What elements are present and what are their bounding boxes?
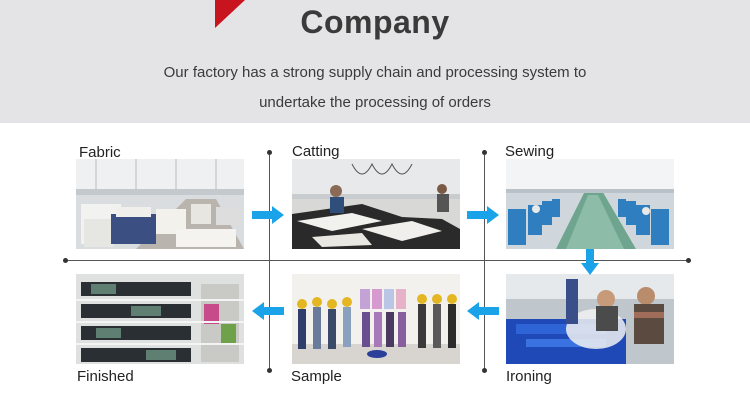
subtitle-line-1: Our factory has a strong supply chain an… <box>163 64 587 81</box>
step-label-fabric: Fabric <box>79 144 121 161</box>
step-label-ironing: Ironing <box>506 368 552 385</box>
step-label-sample: Sample <box>291 368 342 385</box>
arrow-left-icon <box>467 302 499 320</box>
header-banner: Company Our factory has a strong supply … <box>0 0 750 123</box>
divider-dot <box>267 150 272 155</box>
arrow-left-icon <box>252 302 284 320</box>
divider-vertical-left <box>269 152 270 370</box>
arrow-right-icon <box>467 206 499 224</box>
divider-dot <box>267 368 272 373</box>
finished-photo <box>76 274 244 364</box>
ironing-photo <box>506 274 674 364</box>
divider-dot <box>686 258 691 263</box>
step-label-finished: Finished <box>77 368 134 385</box>
divider-horizontal <box>65 260 690 261</box>
arrow-right-icon <box>252 206 284 224</box>
sample-photo <box>292 274 460 364</box>
divider-dot <box>482 368 487 373</box>
arrow-down-icon <box>581 249 599 275</box>
divider-dot <box>482 150 487 155</box>
divider-dot <box>63 258 68 263</box>
step-label-sewing: Sewing <box>505 143 555 160</box>
catting-photo <box>292 159 460 249</box>
red-corner-accent <box>215 0 245 28</box>
divider-vertical-right <box>484 152 485 370</box>
page-title: Company <box>300 4 450 40</box>
fabric-photo <box>76 159 244 249</box>
step-label-catting: Catting <box>292 143 340 160</box>
subtitle-line-2: undertake the processing of orders <box>259 94 491 111</box>
sewing-photo <box>506 159 674 249</box>
